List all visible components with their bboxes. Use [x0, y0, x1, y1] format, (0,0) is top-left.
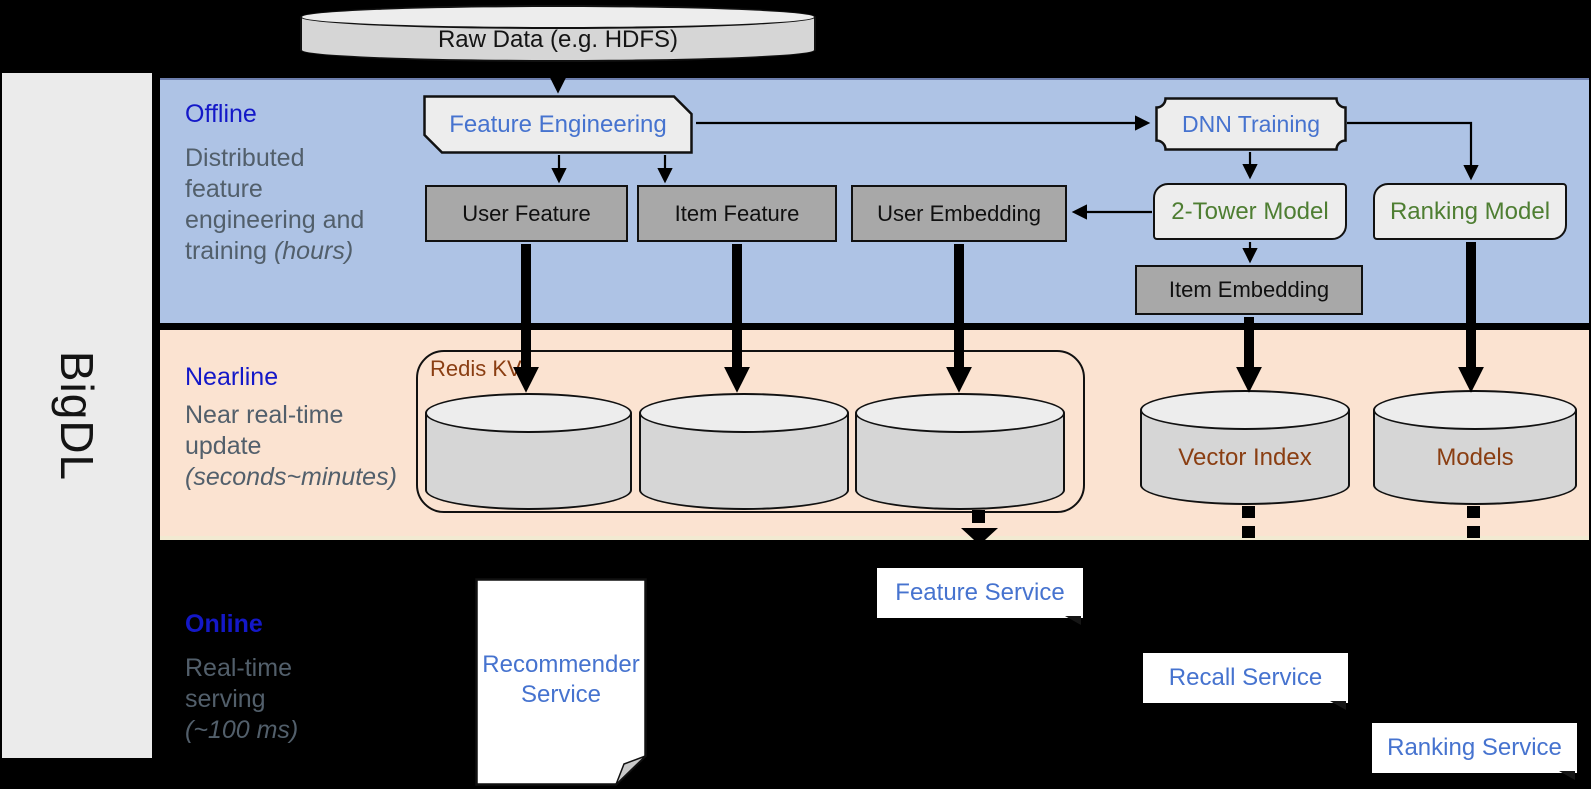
- redis-shard-cylinder-1: [425, 393, 632, 510]
- recommender-service-label: Recommender Service: [482, 651, 640, 708]
- recommender-service-document: [475, 578, 647, 786]
- redis-shard-cylinder-2: [639, 393, 849, 510]
- bigdl-sidebar: BigDL: [2, 73, 152, 758]
- item-feature-box: Item Feature: [637, 185, 837, 242]
- online-label: Online: [185, 610, 263, 638]
- online-description: Real-time serving (~100 ms): [185, 654, 299, 744]
- item-embedding-box: Item Embedding: [1135, 265, 1363, 315]
- dnn-training-shape: [1155, 97, 1347, 151]
- nearline-label: Nearline: [185, 363, 279, 391]
- feature-engineering-label: Feature Engineering: [449, 110, 667, 138]
- ranking-model-box: Ranking Model: [1373, 183, 1567, 240]
- redis-kv-container: [416, 350, 1085, 513]
- models-store: Models: [1373, 390, 1577, 505]
- raw-data-store: Raw Data (e.g. HDFS): [300, 5, 816, 62]
- user-feature-box: User Feature: [425, 185, 628, 242]
- redis-kv-label: Redis KV: [430, 356, 522, 381]
- dnn-training-label: DNN Training: [1181, 110, 1321, 137]
- user-embedding-box: User Embedding: [851, 185, 1067, 242]
- feature-engineering-shape: [423, 95, 693, 154]
- ranking-service-box: Ranking Service: [1372, 723, 1577, 780]
- vector-index-label: Vector Index: [1178, 443, 1312, 471]
- nearline-description: Near real-time update (seconds~minutes): [185, 401, 397, 491]
- feature-service-box: Feature Service: [877, 568, 1083, 625]
- raw-data-label: Raw Data (e.g. HDFS): [437, 25, 679, 53]
- recall-service-box: Recall Service: [1143, 653, 1348, 710]
- offline-description: Distributed feature engineering and trai…: [185, 144, 365, 265]
- two-tower-model-box: 2-Tower Model: [1153, 183, 1347, 240]
- redis-shard-cylinder-3: [855, 393, 1065, 510]
- offline-label: Offline: [185, 100, 257, 128]
- bigdl-logo-text: BigDL: [50, 350, 103, 481]
- vector-index-store: Vector Index: [1140, 390, 1350, 505]
- models-label: Models: [1436, 443, 1514, 471]
